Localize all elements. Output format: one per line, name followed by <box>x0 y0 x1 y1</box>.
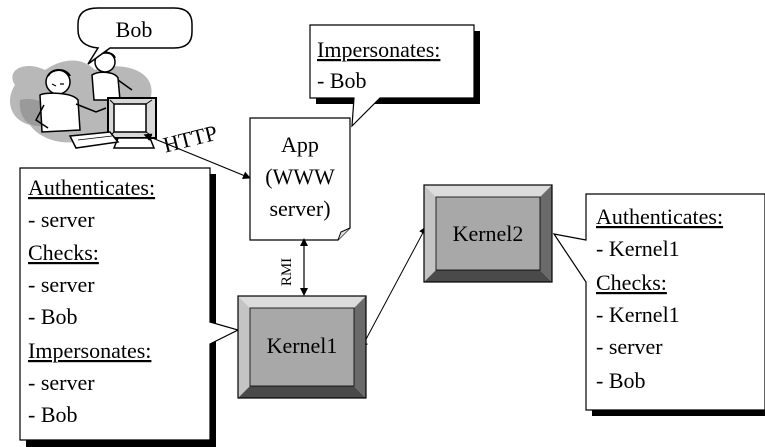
app-node-line-2: (WWW <box>265 164 335 189</box>
kernel-link <box>360 226 427 350</box>
kernel2-checks-heading: Checks: <box>596 270 667 295</box>
kernel1-label: Kernel1 <box>267 333 338 358</box>
app-node: App (WWW server) <box>249 117 351 241</box>
app-callout-heading: Impersonates: <box>317 37 440 62</box>
kernel1-authenticates-heading: Authenticates: <box>28 175 155 200</box>
kernel2-node: Kernel2 <box>423 184 553 283</box>
kernel2-callout: Authenticates: - Kernel1 Checks: - Kerne… <box>552 193 765 416</box>
kernel1-checks-item: - Bob <box>28 304 78 329</box>
kernel1-node: Kernel1 <box>237 295 367 399</box>
kernel1-checks-item: - server <box>28 272 95 297</box>
kernel1-impersonates-item: - server <box>28 370 95 395</box>
kernel2-checks-item: - server <box>596 334 663 359</box>
kernel2-authenticates-item: - Kernel1 <box>596 236 680 261</box>
kernel2-checks-item: - Bob <box>596 368 646 393</box>
rmi-link-label: RMI <box>279 258 295 286</box>
kernel1-impersonates-heading: Impersonates: <box>28 338 151 363</box>
app-node-line-3: server) <box>269 196 330 221</box>
kernel2-label: Kernel2 <box>453 221 524 246</box>
kernel1-callout: Authenticates: - server Checks: - server… <box>19 167 240 447</box>
kernel1-checks-heading: Checks: <box>28 240 99 265</box>
app-node-line-1: App <box>281 132 319 157</box>
kernel2-authenticates-heading: Authenticates: <box>596 204 723 229</box>
app-impersonates-callout: Impersonates: - Bob <box>309 24 480 128</box>
users-at-computer-icon <box>10 51 157 149</box>
http-link <box>143 133 251 180</box>
kernel1-impersonates-item: - Bob <box>28 402 78 427</box>
kernel2-checks-item: - Kernel1 <box>596 302 680 327</box>
http-link-label: HTTP <box>160 120 219 158</box>
bob-speech-bubble: Bob <box>77 7 193 65</box>
bob-bubble-text: Bob <box>116 17 153 42</box>
kernel1-authenticates-item: - server <box>28 207 95 232</box>
app-callout-item: - Bob <box>317 68 367 93</box>
